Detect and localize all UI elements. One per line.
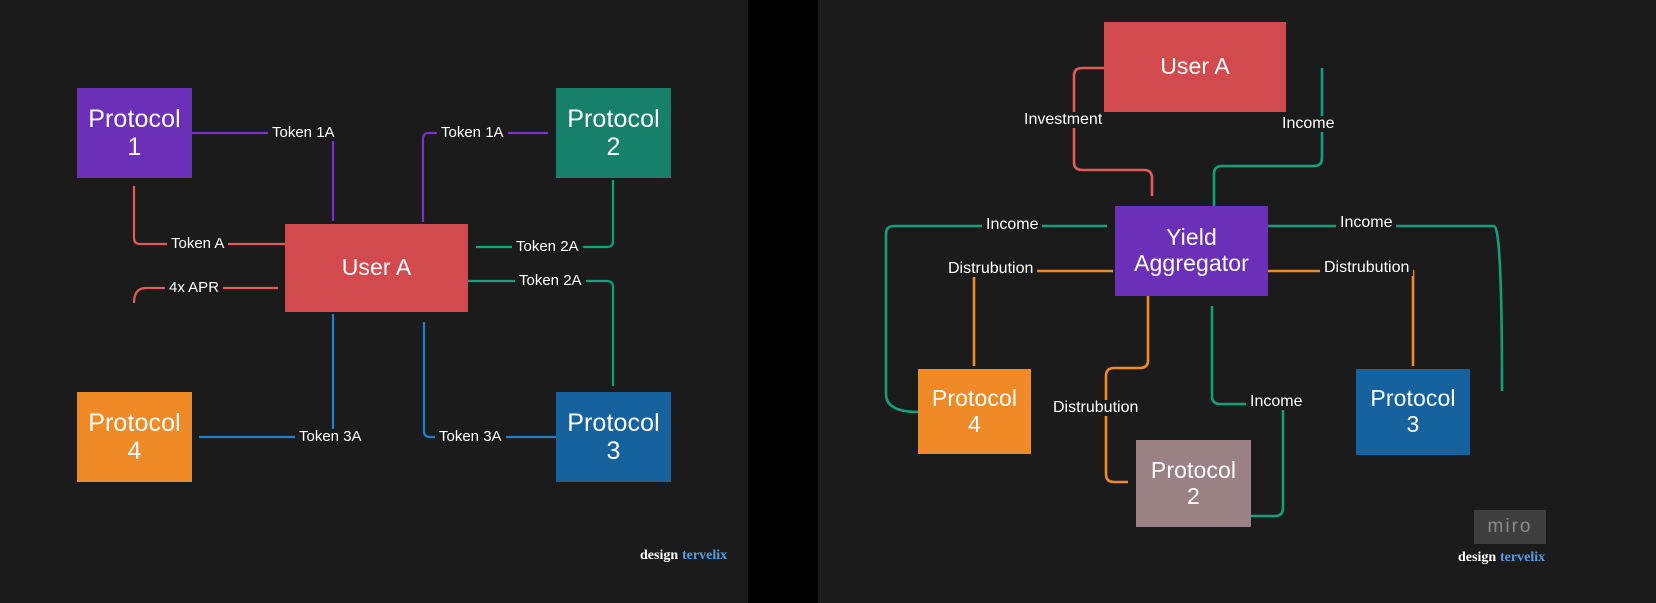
node-label-line1: Protocol bbox=[88, 409, 181, 437]
edge-aggregator-to-protocol4 bbox=[972, 269, 1113, 366]
edge-aggregator-to-usera bbox=[1212, 68, 1324, 216]
edge-label-distrubution-p4: Distrubution bbox=[944, 261, 1038, 277]
edge-label-investment: Investment bbox=[1020, 112, 1107, 128]
credit-brand-text: tervelix bbox=[682, 548, 728, 563]
node-protocol-4[interactable]: Protocol 4 bbox=[918, 369, 1031, 454]
edge-label-income-from-p2: Income bbox=[1246, 394, 1307, 410]
edge-label-4x-apr: 4x APR bbox=[165, 280, 224, 296]
node-label-line1: Yield bbox=[1166, 224, 1217, 251]
panel-divider bbox=[748, 0, 818, 603]
edge-label-token-2a-p2-usera: Token 2A bbox=[512, 239, 583, 255]
node-label-line2: 2 bbox=[606, 133, 621, 161]
right-diagram-panel: User A Yield Aggregator Protocol 4 Proto… bbox=[818, 0, 1656, 603]
credit-design-text: design bbox=[1458, 550, 1497, 565]
edge-usera-to-protocol4 bbox=[199, 314, 335, 439]
edge-label-distrubution-p3: Distrubution bbox=[1320, 260, 1414, 276]
edge-usera-to-protocol3 bbox=[468, 279, 615, 386]
edge-label-token-3a-usera-p4: Token 3A bbox=[295, 429, 366, 445]
node-label-line2: 2 bbox=[1187, 482, 1200, 509]
edge-usera-to-protocol2 bbox=[421, 131, 548, 222]
node-label-line2: 3 bbox=[606, 437, 621, 465]
node-label-line2: 4 bbox=[968, 410, 981, 437]
node-protocol-4[interactable]: Protocol 4 bbox=[77, 392, 192, 482]
node-label-line2: 4 bbox=[127, 437, 142, 465]
edge-label-token-a: Token A bbox=[167, 236, 229, 252]
node-label-line1: Protocol bbox=[931, 384, 1018, 411]
miro-watermark: miro bbox=[1474, 510, 1546, 544]
miro-watermark-text: miro bbox=[1487, 516, 1533, 537]
edge-protocol3-to-aggregator bbox=[1190, 224, 1504, 392]
node-label-line2: 3 bbox=[1406, 411, 1420, 437]
node-protocol-3[interactable]: Protocol 3 bbox=[556, 392, 671, 482]
node-protocol-2[interactable]: Protocol 2 bbox=[556, 88, 671, 178]
node-label-line2: Aggregator bbox=[1134, 250, 1249, 276]
edge-label-token-3a-p3-usera: Token 3A bbox=[435, 429, 506, 445]
left-credit: design tervelix bbox=[640, 546, 727, 564]
edge-protocol1-to-usera bbox=[192, 131, 335, 221]
node-user-a[interactable]: User A bbox=[285, 224, 468, 312]
node-yield-aggregator[interactable]: Yield Aggregator bbox=[1115, 206, 1268, 296]
edge-label-token-2a-usera-p3: Token 2A bbox=[515, 273, 586, 289]
edge-label-income-from-p3: Income bbox=[1336, 215, 1397, 231]
node-label-line1: Protocol bbox=[1370, 385, 1456, 412]
edge-protocol2-to-usera bbox=[476, 180, 615, 249]
credit-brand-text: tervelix bbox=[1500, 550, 1546, 565]
edge-usera-to-protocol1 bbox=[132, 186, 285, 246]
edge-label-income-to-user: Income bbox=[1278, 116, 1339, 132]
node-label-line1: Protocol bbox=[88, 105, 181, 133]
edge-label-token-1a-p1-usera: Token 1A bbox=[268, 125, 339, 141]
edge-label-token-1a-usera-p2: Token 1A bbox=[437, 125, 508, 141]
node-protocol-2[interactable]: Protocol 2 bbox=[1136, 440, 1251, 527]
left-diagram-panel: Protocol 1 Protocol 2 User A Protocol 4 … bbox=[0, 0, 748, 603]
node-protocol-1[interactable]: Protocol 1 bbox=[77, 88, 192, 178]
edge-apr-to-usera bbox=[132, 286, 278, 304]
right-credit: design tervelix bbox=[1458, 548, 1545, 566]
node-label-line1: Protocol bbox=[1150, 456, 1237, 483]
edge-aggregator-to-protocol2 bbox=[1104, 296, 1150, 484]
node-label-line1: Protocol bbox=[567, 409, 660, 437]
node-user-a[interactable]: User A bbox=[1104, 22, 1286, 112]
node-label-line1: User A bbox=[1160, 53, 1230, 80]
edge-protocol4-to-aggregator bbox=[884, 224, 1107, 414]
node-label-line1: Protocol bbox=[567, 105, 660, 133]
edge-protocol3-to-usera bbox=[422, 322, 556, 439]
edge-usera-to-aggregator bbox=[1072, 66, 1154, 196]
node-label-line2: 1 bbox=[127, 133, 142, 161]
node-label-line1: User A bbox=[341, 254, 412, 281]
credit-design-text: design bbox=[640, 548, 679, 563]
edge-label-distrubution-p2: Distrubution bbox=[1049, 400, 1143, 416]
node-protocol-3[interactable]: Protocol 3 bbox=[1356, 369, 1470, 455]
edge-label-income-from-p4: Income bbox=[982, 217, 1043, 233]
